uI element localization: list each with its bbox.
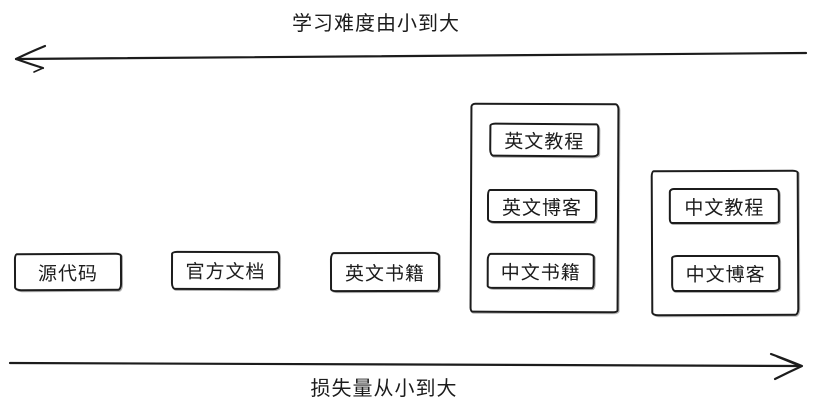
box-label: 中文书籍 [500, 262, 581, 284]
box-label: 官方文档 [185, 261, 266, 284]
box-chinese-tutorials: 中文教程 [668, 188, 780, 225]
group-box-1: 英文教程 英文博客 中文书籍 [469, 102, 620, 314]
box-official-docs: 官方文档 [170, 250, 281, 291]
loss-arrow-right-icon [8, 352, 804, 381]
difficulty-arrow-left-icon [14, 44, 808, 73]
box-chinese-books: 中文书籍 [486, 252, 595, 290]
box-label: 中文博客 [685, 264, 766, 287]
box-label: 英文博客 [501, 197, 583, 219]
box-english-books: 英文书籍 [329, 251, 441, 293]
difficulty-axis-label: 学习难度由小到大 [292, 13, 460, 35]
box-label: 源代码 [37, 263, 99, 285]
box-label: 中文教程 [684, 197, 765, 219]
box-english-blogs: 英文博客 [487, 188, 598, 223]
group-box-2: 中文教程 中文博客 [650, 169, 800, 317]
box-english-tutorials: 英文教程 [489, 122, 600, 158]
box-label: 英文教程 [504, 131, 585, 153]
box-label: 英文书籍 [344, 263, 426, 285]
box-source-code: 源代码 [13, 252, 123, 292]
box-chinese-blogs: 中文博客 [671, 254, 781, 293]
loss-axis-label: 损失量从小到大 [310, 378, 458, 400]
